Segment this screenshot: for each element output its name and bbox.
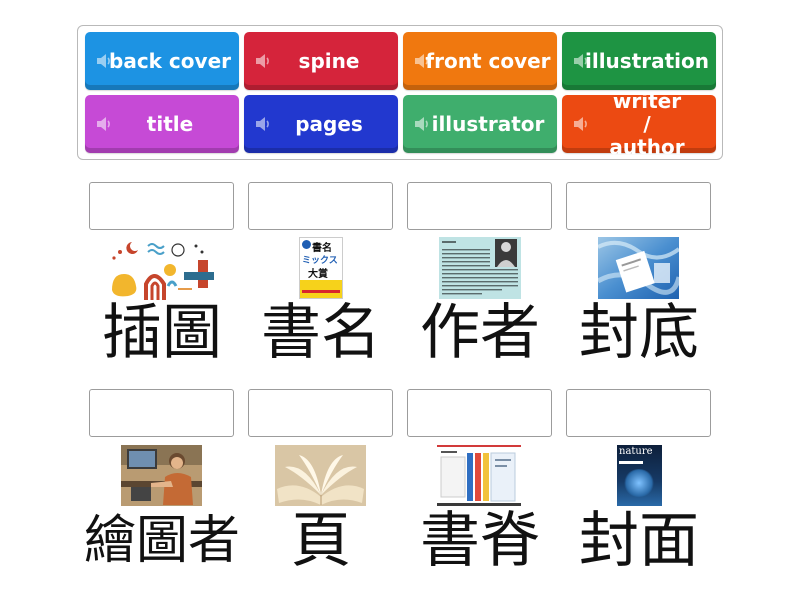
tile-spine[interactable]: spine [244,32,398,90]
book-cover-badge [302,240,311,249]
tile-title[interactable]: title [85,95,239,153]
back-cover-photo-image [598,237,679,299]
book-cover-title-image: 書名 ミックス 大賞 [299,237,343,299]
nature-cover-headline [619,461,643,464]
tile-writer-author[interactable]: writer / author [562,89,716,158]
caption-title: 書名 [261,298,381,368]
tile-label: pages [295,112,363,136]
speaker-icon[interactable] [96,52,112,70]
caption-back-cover: 封底 [579,298,699,368]
book-spine-diagram-image [437,445,521,506]
tile-label: writer / author [609,88,685,159]
tile-label: illustrator [431,112,545,136]
drop-box-author[interactable] [407,182,552,230]
book-cover-title-text: ミックス [302,256,338,266]
speaker-icon[interactable] [573,115,589,133]
book-cover-band [300,280,342,298]
caption-pages: 頁 [291,506,351,576]
book-cover-title-text: 書名 [312,243,332,254]
caption-front-cover: 封面 [579,506,699,576]
open-book-pages-image [275,445,366,506]
caption-illustrator: 繪圖者 [83,511,240,571]
tile-label: front cover [425,49,551,73]
tile-label: illustration [584,49,710,73]
caption-author: 作者 [420,298,540,368]
tile-label: title [146,112,194,136]
illustrator-at-desk-image [121,445,202,506]
book-cover-title-text: 大賞 [308,269,328,280]
drop-box-back-cover[interactable] [566,182,711,230]
drop-box-front-cover[interactable] [566,389,711,437]
drop-box-pages[interactable] [248,389,393,437]
nature-masthead: nature [619,446,653,457]
speaker-icon[interactable] [414,52,430,70]
caption-illustration: 插圖 [102,298,222,368]
tile-illustrator[interactable]: illustrator [403,95,557,153]
tile-front-cover[interactable]: front cover [403,32,557,90]
word-bank: back cover spine front cover illustratio… [77,25,723,160]
tile-back-cover[interactable]: back cover [85,32,239,90]
speaker-icon[interactable] [255,52,271,70]
drop-box-illustration[interactable] [89,182,234,230]
abstract-illustration-image [108,238,218,300]
nature-journal-cover-image: nature [617,445,662,506]
speaker-icon[interactable] [96,115,112,133]
drop-box-spine[interactable] [407,389,552,437]
tile-label: back cover [109,49,231,73]
caption-spine: 書脊 [420,506,540,576]
tile-illustration[interactable]: illustration [562,32,716,90]
author-bio-page-image [439,237,521,299]
speaker-icon[interactable] [573,52,589,70]
book-cover-band-stripe [302,290,340,293]
nature-cover-art [623,469,655,497]
drop-box-title[interactable] [248,182,393,230]
tile-pages[interactable]: pages [244,95,398,153]
drop-box-illustrator[interactable] [89,389,234,437]
speaker-icon[interactable] [255,115,271,133]
tile-label: spine [298,49,360,73]
speaker-icon[interactable] [414,115,430,133]
